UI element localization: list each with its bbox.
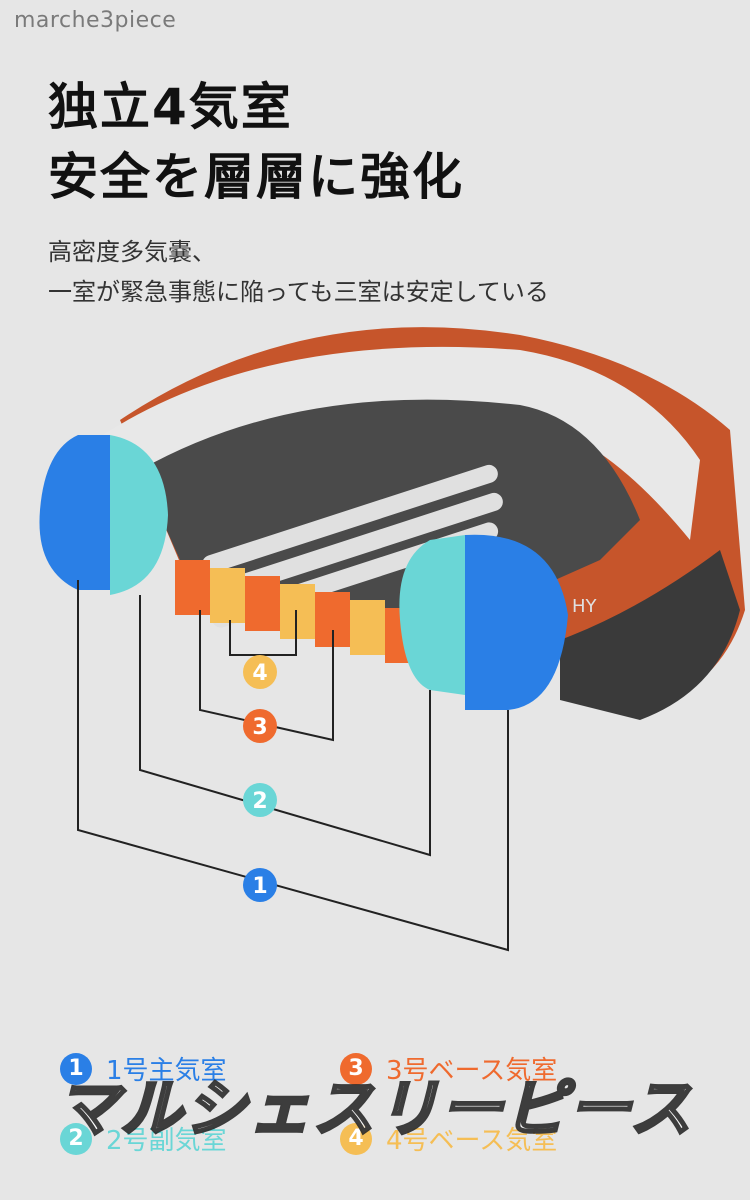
right-tube-section <box>399 534 568 710</box>
legend-item-4: 4 4号ベース気室 <box>340 1120 557 1157</box>
boat-hull-text: HY <box>572 596 598 617</box>
legend-badge-4: 4 <box>340 1122 372 1155</box>
callout-badges: 4 3 2 1 <box>243 655 277 902</box>
description-line-1: 高密度多気嚢、 <box>48 238 216 266</box>
legend-label-1: 1号主気室 <box>106 1056 227 1086</box>
watermark-text: marche3piece <box>14 8 177 33</box>
description-line-2: 一室が緊急事態に陥っても三室は安定している <box>48 278 549 306</box>
headline-line-2: 安全を層層に強化 <box>48 148 464 206</box>
boat-cross-section-illustration: HY 4 3 2 1 <box>39 327 745 952</box>
legend-badge-3: 3 <box>340 1052 372 1085</box>
legend-badge-2: 2 <box>60 1122 92 1155</box>
boat-hull-base <box>560 550 740 720</box>
left-tube-section <box>39 435 168 595</box>
description: 高密度多気嚢、 一室が緊急事態に陥っても三室は安定している <box>48 232 549 312</box>
legend-item-3: 3 3号ベース気室 <box>340 1050 557 1087</box>
headline-line-1: 独立4気室 <box>48 78 293 136</box>
legend-badge-1: 1 <box>60 1052 92 1085</box>
svg-text:4: 4 <box>252 661 267 686</box>
boat-tube-top <box>95 346 700 540</box>
svg-text:2: 2 <box>252 789 267 814</box>
svg-text:1: 1 <box>252 874 267 899</box>
legend-label-2: 2号副気室 <box>106 1126 227 1156</box>
headline: 独立4気室 安全を層層に強化 <box>48 72 464 212</box>
base-chambers <box>175 560 410 663</box>
watermark-stamp: マルシェスリーピース <box>55 1071 694 1147</box>
legend-label-3: 3号ベース気室 <box>386 1056 558 1086</box>
svg-text:3: 3 <box>252 715 267 740</box>
legend-label-4: 4号ベース気室 <box>386 1126 558 1156</box>
legend-item-1: 1 1号主気室 <box>60 1050 227 1087</box>
legend-item-2: 2 2号副気室 <box>60 1120 227 1157</box>
